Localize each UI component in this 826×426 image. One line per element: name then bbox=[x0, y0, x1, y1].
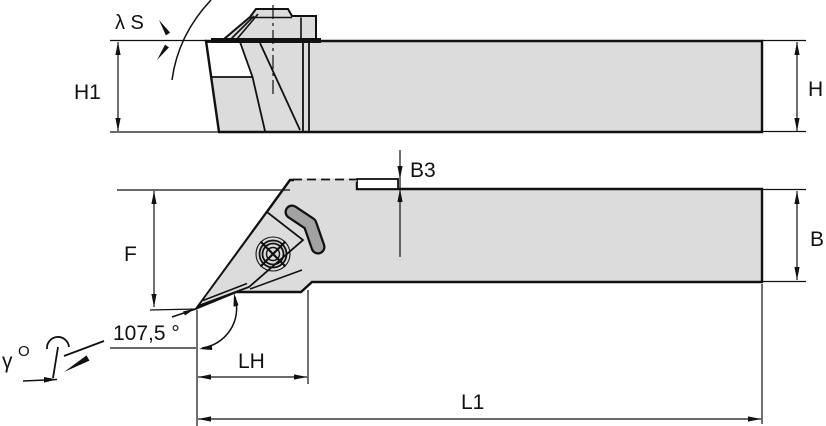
dimension-f bbox=[117, 189, 290, 316]
top-view-shank-body bbox=[204, 39, 764, 134]
top-view bbox=[204, 5, 764, 134]
dimension-lh bbox=[198, 290, 309, 384]
arrow-right-icon bbox=[44, 377, 57, 383]
b3-label: B3 bbox=[410, 159, 436, 182]
top-view-head-lines bbox=[251, 42, 310, 132]
arrow-down-icon bbox=[794, 118, 800, 131]
arrow-up-icon bbox=[115, 42, 121, 55]
dimension-h1 bbox=[110, 39, 219, 133]
arrow-up-icon bbox=[397, 189, 403, 202]
dimension-l1 bbox=[198, 284, 763, 424]
front-view bbox=[193, 178, 764, 311]
h-label: H bbox=[808, 78, 823, 101]
insert-shim bbox=[356, 178, 399, 190]
arrow-up-icon bbox=[794, 42, 800, 55]
dimension-h bbox=[762, 39, 806, 133]
gamma-o-label: γ bbox=[2, 350, 13, 373]
arrow-right-icon bbox=[294, 374, 307, 380]
arrow-down-icon bbox=[794, 267, 800, 280]
arrow-left-icon bbox=[198, 374, 211, 380]
arrow-icon bbox=[199, 344, 213, 350]
insert-screw bbox=[255, 236, 291, 272]
screw-cross-icon bbox=[259, 240, 287, 268]
insert-clamp bbox=[286, 206, 324, 253]
top-view-clamp bbox=[221, 8, 317, 40]
top-view-clamp-detail bbox=[230, 13, 302, 40]
arrow-up-icon bbox=[151, 191, 157, 204]
arrow-down-icon bbox=[397, 166, 403, 179]
dimension-point-angle bbox=[110, 293, 239, 426]
dimension-b bbox=[762, 188, 806, 283]
dimension-gamma-o bbox=[22, 336, 105, 383]
lambda-s-label: λ S bbox=[115, 12, 144, 34]
arrow-up-icon bbox=[794, 191, 800, 204]
arrow-down-icon bbox=[115, 118, 121, 131]
arrow-icon bbox=[157, 44, 169, 60]
point-angle-label: 107,5 ° bbox=[113, 322, 180, 345]
dimension-b3 bbox=[397, 150, 403, 257]
arrow-icon bbox=[233, 293, 239, 307]
arrow-down-icon bbox=[151, 294, 157, 307]
arrow-left-icon bbox=[198, 416, 211, 422]
l1-label: L1 bbox=[461, 391, 484, 414]
f-label: F bbox=[124, 243, 137, 266]
arrow-right-icon bbox=[748, 416, 761, 422]
insert bbox=[195, 210, 305, 308]
h1-label: H1 bbox=[74, 81, 101, 104]
dimension-lambda-s bbox=[157, 0, 212, 81]
lh-label: LH bbox=[238, 350, 265, 373]
b-label: B bbox=[810, 228, 824, 251]
arrow-icon bbox=[159, 20, 171, 36]
gamma-o-superscript: O bbox=[18, 343, 30, 360]
arrow-icon bbox=[64, 355, 90, 372]
insert-edge-lines bbox=[202, 269, 303, 302]
